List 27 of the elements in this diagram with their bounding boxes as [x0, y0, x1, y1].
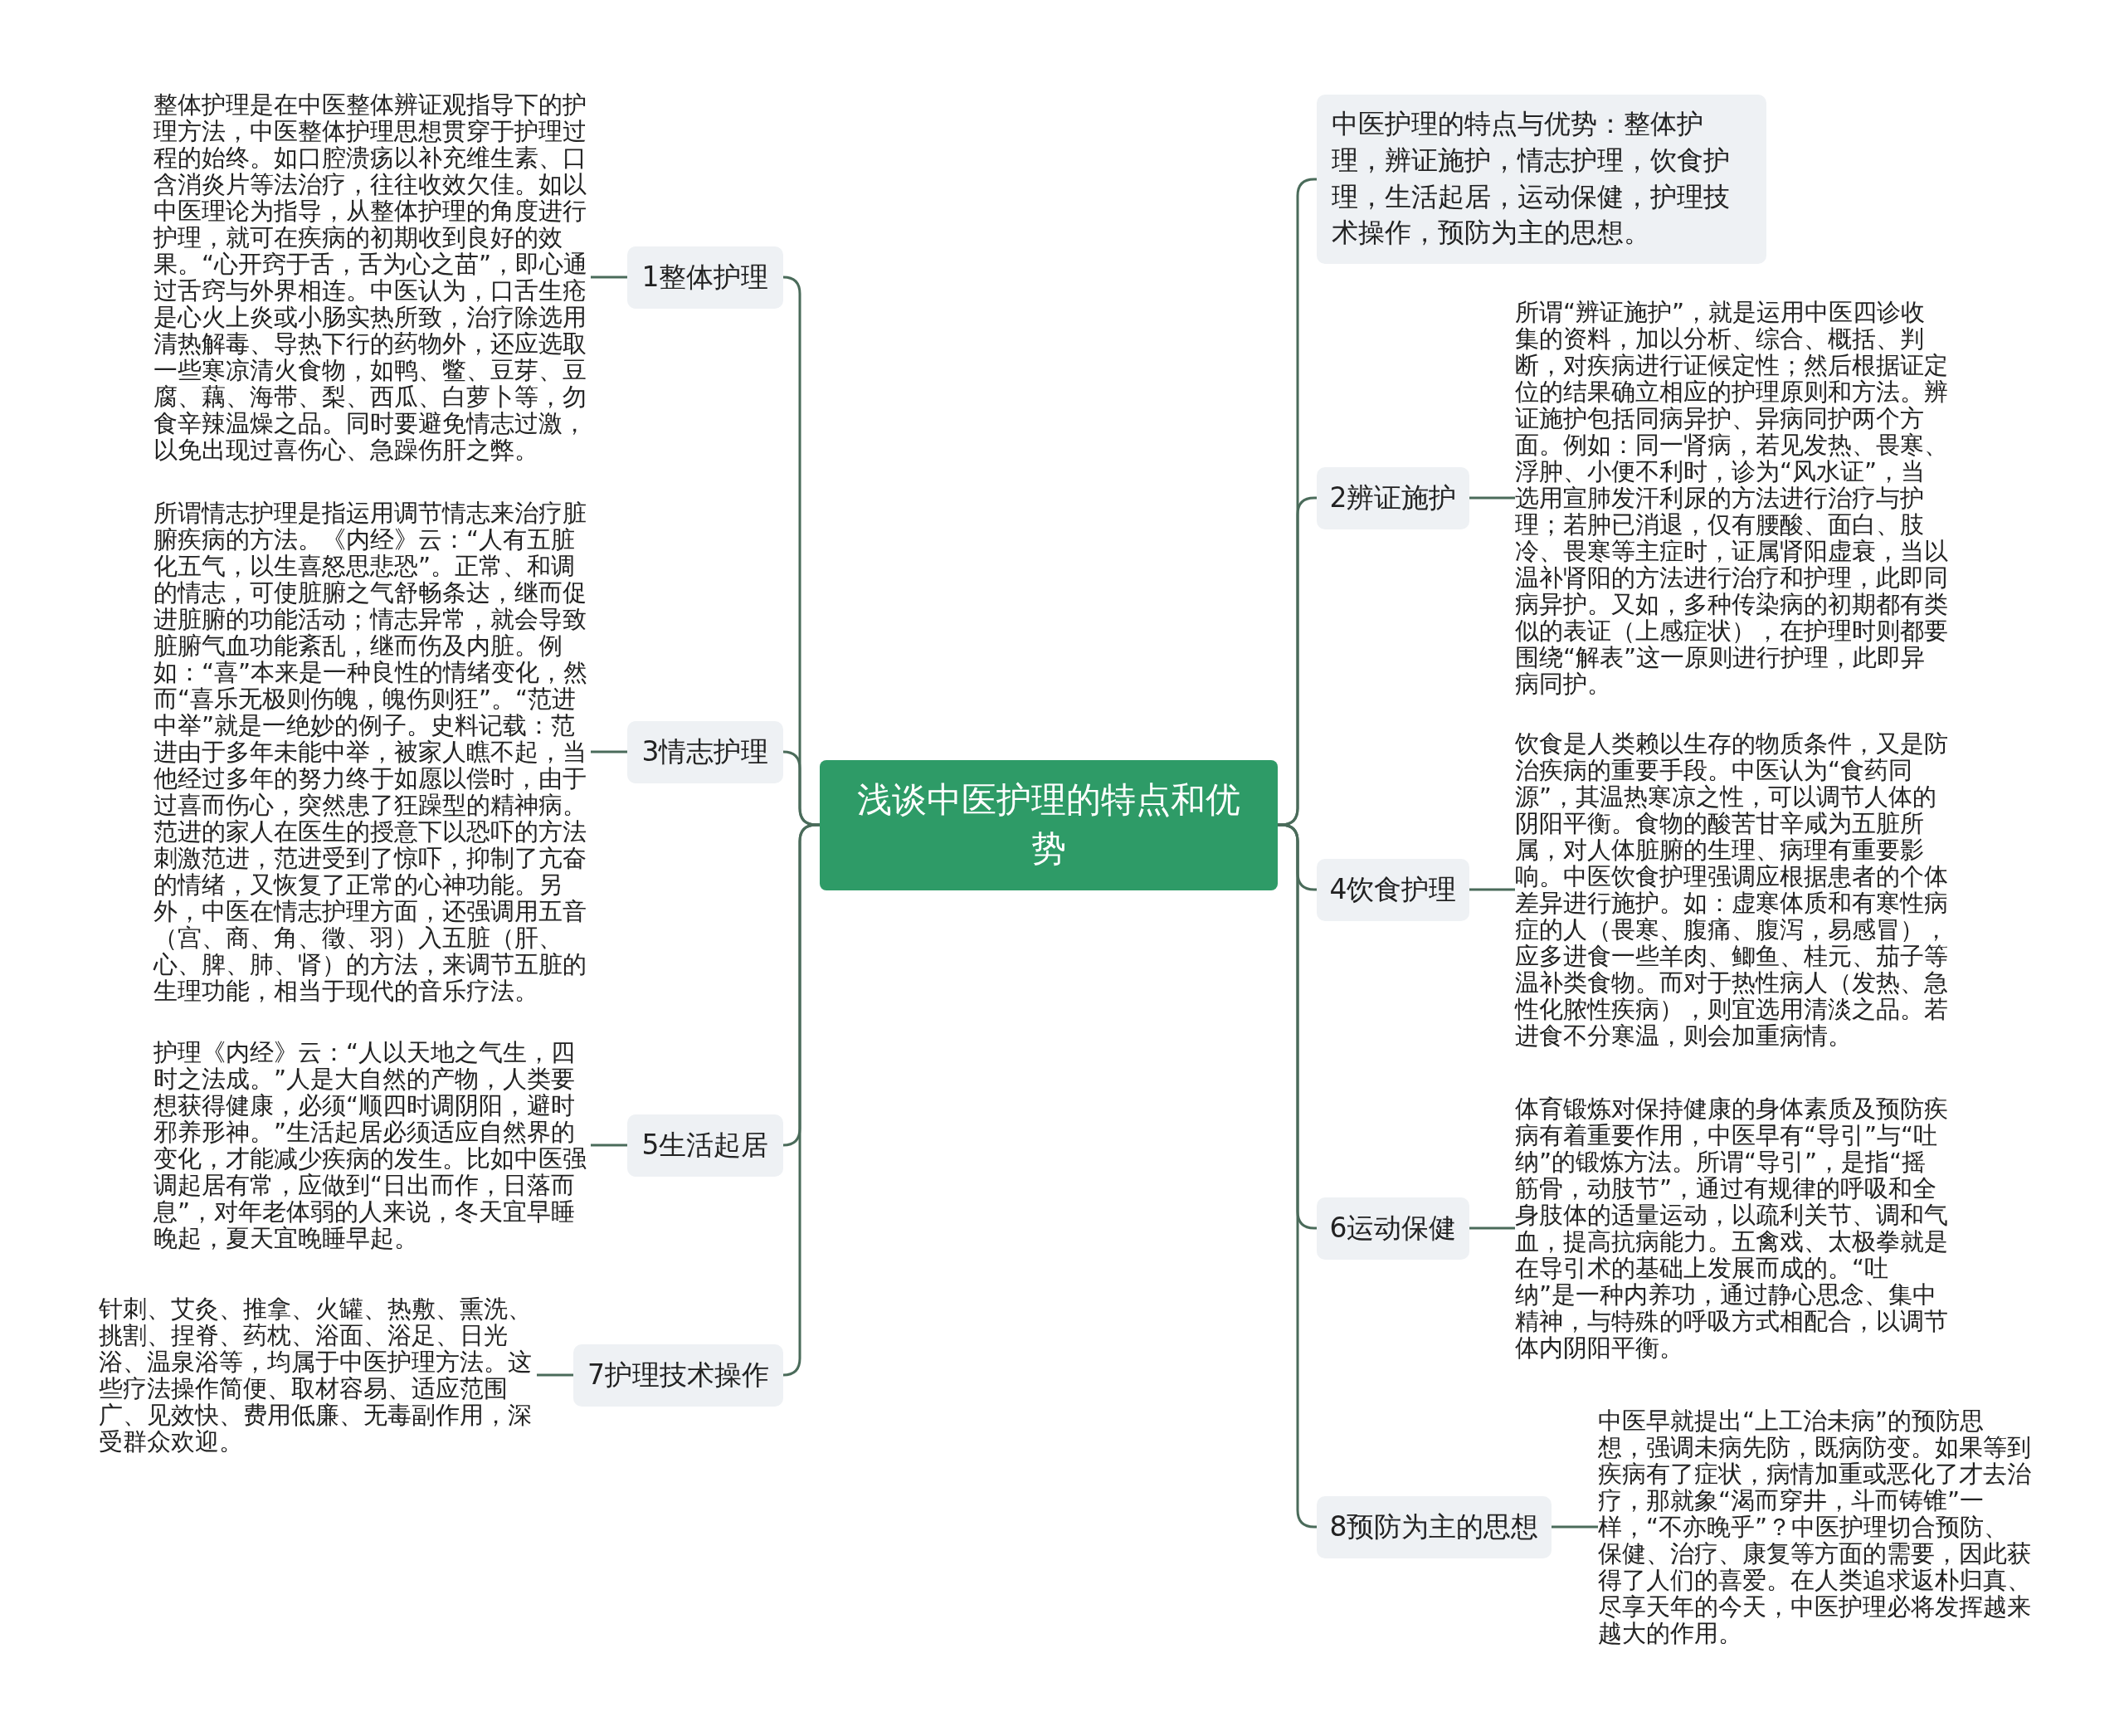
branch-topic: 1整体护理 — [627, 246, 783, 309]
connector-line — [1469, 888, 1515, 891]
branch-topic: 3情志护理 — [627, 720, 783, 783]
connector-line — [1469, 1226, 1515, 1230]
description-text: 整体护理是在中医整体辨证观指导下的护理方法，中医整体护理思想贯穿于护理过程的始终。如口腔溃疡以补充维生素、口含消炎片等法治疗，往往收效欠佳。如以中医理论为指导，从整体护理的角度进行护理，就可在疾病的初期收到良好的效果。“心开窍于舌，舌为心之苗”，即心通过舌窍与外界相连。中医认为，口舌生疮是心火上炎或小肠实热所致，治疗除选用清热解毒、导热下行的药物外，还应选取一些寒凉清火食物，如鸭、鳖、豆芽、豆腐、藕、海带、梨、西瓜、白萝卜等，勿食辛辣温燥之品。同时要避免情志过激，以免出现过喜伤心、急躁伤肝之弊。 — [153, 91, 591, 463]
connector-line — [591, 750, 627, 753]
branch-topic: 6运动保健 — [1317, 1197, 1469, 1260]
branch-topic: 8预防为主的思想 — [1317, 1495, 1552, 1558]
connector-line — [537, 1373, 573, 1377]
description-text: 中医早就提出“上工治未病”的预防思想，强调未病先防，既病防变。如果等到疾病有了症状，病情加重或恶化了才去治疗，那就象“渴而穿井，斗而铸锥”一样，“不亦晚乎”？中医护理切合预防、保健、治疗、康复等方面的需要，因此获得了人们的喜爱。在人类追求返朴归真、尽享天年的今天，中医护理必将发挥越来越大的作用。 — [1598, 1407, 2031, 1646]
description-text: 所谓“辨证施护”，就是运用中医四诊收集的资料，加以分析、综合、概括、判断，对疾病进行证候定性；然后根据证定位的结果确立相应的护理原则和方法。辨证施护包括同病异护、异病同护两个方面。例如：同一肾病，若见发热、畏寒、浮肿、小便不利时，诊为“风水证”，当选用宣肺发汗利尿的方法进行治疗与护理；若肿已消退，仅有腰酸、面白、肢冷、畏寒等主症时，证属肾阳虚衰，当以温补肾阳的方法进行治疗和护理，此即同病异护。又如，多种传染病的初期都有类似的表证（上感症状），在护理时则都要围绕“解表”这一原则进行护理，此即异病同护。 — [1515, 299, 1948, 697]
connector-line — [1469, 496, 1515, 500]
branch-topic: 5生活起居 — [627, 1114, 783, 1177]
description-text: 护理《内经》云：“人以天地之气生，四时之法成。”人是大自然的产物，人类要想获得健康，必须“顺四时调阴阳，避时邪养形神。”生活起居必须适应自然界的变化，才能减少疾病的发生。比如中医强调起居有常，应做到“日出而作，日落而息”，对年老体弱的人来说，冬天宜早睡晚起，夏天宜晚睡早起。 — [153, 1039, 591, 1251]
connector-line — [591, 276, 627, 279]
connector-line — [591, 1144, 627, 1147]
branch-topic: 2辨证施护 — [1317, 466, 1469, 529]
central-topic: 浅谈中医护理的特点和优势 — [820, 759, 1278, 890]
branch-topic: 4饮食护理 — [1317, 858, 1469, 921]
description-text: 针刺、艾灸、推拿、火罐、热敷、熏洗、挑割、捏脊、药枕、浴面、浴足、日光浴、温泉浴等，均属于中医护理方法。这些疗法操作简便、取材容易、适应范围广、见效快、费用低廉、无毒副作用，深受群众欢迎。 — [99, 1295, 537, 1455]
summary-topic: 中医护理的特点与优势：整体护理，辨证施护，情志护理，饮食护理，生活起居，运动保健，护理技术操作，预防为主的思想。 — [1317, 95, 1766, 264]
branch-topic: 7护理技术操作 — [573, 1343, 783, 1407]
description-text: 所谓情志护理是指运用调节情志来治疗脏腑疾病的方法。《内经》云：“人有五脏化五气，以生喜怒思悲恐”。正常、和调的情志，可使脏腑之气舒畅条达，继而促进脏腑的功能活动；情志异常，就会导致脏腑气血功能紊乱，继而伤及内脏。例如：“喜”本来是一种良性的情绪变化，然而“喜乐无极则伤魄，魄伤则狂”。“范进中举”就是一绝妙的例子。史料记载：范进由于多年未能中举，被家人瞧不起，当他经过多年的努力终于如愿以偿时，由于过喜而伤心，突然患了狂躁型的精神病。范进的家人在医生的授意下以恐吓的方法刺激范进，范进受到了惊吓，抑制了亢奋的情绪，又恢复了正常的心神功能。另外，中医在情志护理方面，还强调用五音（宫、商、角、徵、羽）入五脏（肝、心、脾、肺、肾）的方法，来调节五脏的生理功能，相当于现代的音乐疗法。 — [153, 500, 591, 1004]
connector-line — [782, 823, 821, 1377]
description-text: 体育锻炼对保持健康的身体素质及预防疾病有着重要作用，中医早有“导引”与“吐纳”的锻炼方法。所谓“导引”，是指“摇筋骨，动肢节”，通过有规律的呼吸和全身肢体的适量运动，以疏利关节、调和气血，提高抗病能力。五禽戏、太极拳就是在导引术的基础上发展而成的。“吐纳”是一种内养功，通过静心思念、集中精神，与特殊的呼吸方式相配合，以调节体内阴阳平衡。 — [1515, 1095, 1948, 1361]
description-text: 饮食是人类赖以生存的物质条件，又是防治疾病的重要手段。中医认为“食药同源”，其温热寒凉之性，可以调节人体的阴阳平衡。食物的酸苦甘辛咸为五脏所属，对人体脏腑的生理、病理有重要影响。中医饮食护理强调应根据患者的个体差异进行施护。如：虚寒体质和有寒性病症的人（畏寒、腹痛、腹泻，易感冒），应多进食一些羊肉、鲫鱼、桂元、茄子等温补类食物。而对于热性病人（发热、急性化脓性疾病），则宜选用清淡之品。若进食不分寒温，则会加重病情。 — [1515, 730, 1948, 1049]
connector-line — [1552, 1525, 1598, 1529]
